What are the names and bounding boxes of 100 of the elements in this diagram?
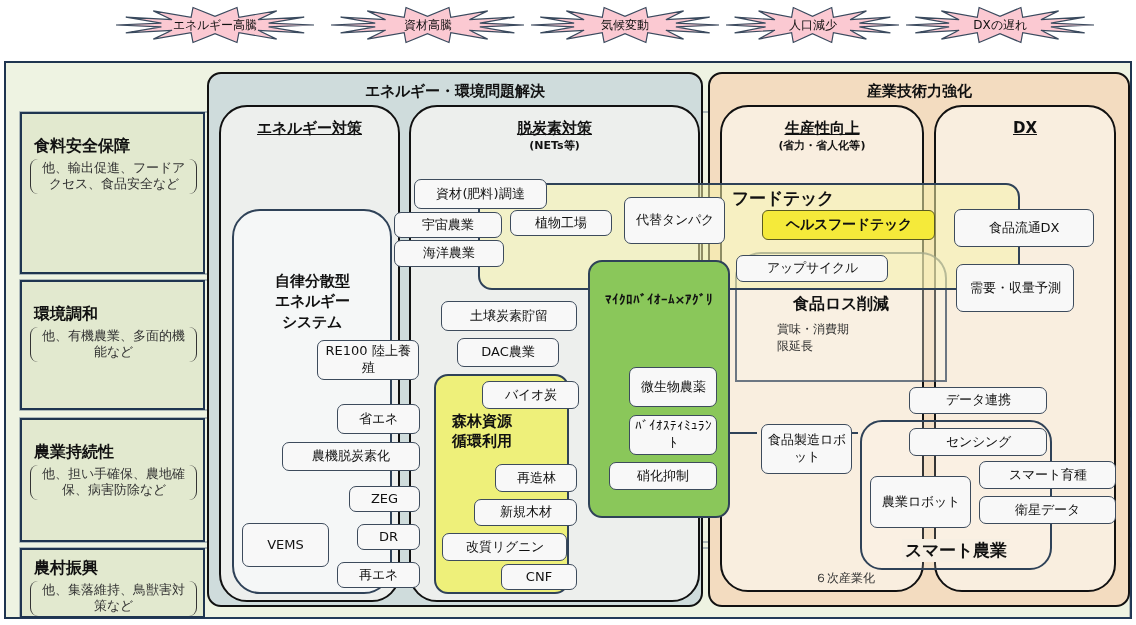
burst-label: 人口減少 (788, 16, 837, 34)
burst-label: エネルギー高騰 (173, 16, 257, 34)
box-label: 代替タンパク (634, 212, 715, 229)
item-box (457, 338, 559, 367)
category-panel (20, 418, 205, 542)
item-box (317, 340, 419, 380)
item-box (394, 212, 502, 238)
group-title: 脱炭素対策 (517, 119, 592, 138)
item-box (394, 240, 504, 267)
box-label: センシング (944, 433, 1012, 451)
region-title: フードテック (732, 187, 834, 210)
item-box (357, 524, 420, 550)
category-title: 環境調和 (34, 304, 99, 325)
box-label: DR (377, 528, 399, 546)
item-box (501, 564, 577, 590)
box-label: ﾊﾞｲｵｽﾃｨﾐｭﾗﾝﾄ (633, 418, 713, 452)
box-label: 宇宙農業 (421, 216, 475, 234)
item-box (474, 499, 577, 526)
group-title: エネルギー対策 (257, 119, 362, 138)
category-panel (20, 112, 205, 274)
item-box (609, 462, 717, 490)
box-label: 農機脱炭素化 (311, 448, 391, 465)
box-label: スマート育種 (1007, 466, 1088, 484)
group-title: スマート農業 (902, 539, 1010, 562)
box-label: データ連携 (944, 392, 1012, 409)
box-label: ヘルスフードテック (784, 215, 913, 234)
box-label: 需要・収量予測 (968, 279, 1062, 297)
group-title: 産業技術力強化 (865, 82, 973, 101)
item-box (349, 486, 420, 512)
box-label: ZEG (369, 490, 400, 508)
category-panel (20, 280, 205, 410)
item-box (954, 209, 1094, 247)
box-label: 微生物農薬 (639, 378, 707, 396)
group-title: 森林資源循環利用 (452, 412, 513, 451)
item-box (761, 424, 852, 474)
burst-shape (115, 6, 315, 44)
box-label: 新規木材 (498, 504, 553, 521)
box-label: 衛星データ (1014, 501, 1081, 519)
note-text: ６次産業化 (815, 570, 875, 587)
category-note: 他、有機農業、多面的機能など (30, 327, 197, 362)
item-box (979, 496, 1116, 524)
region-note: 賞味・消費期限延長 (777, 321, 850, 355)
item-box (337, 562, 420, 588)
group-title: DX (1013, 119, 1037, 137)
item-box (242, 523, 329, 567)
burst-shape (330, 6, 525, 44)
item-box (736, 255, 888, 282)
category-title: 食料安全保障 (34, 136, 131, 157)
region-title: 食品ロス削減 (793, 294, 889, 315)
item-box (495, 464, 577, 492)
box-label: アップサイクル (765, 260, 859, 277)
box-label: 再造林 (515, 469, 557, 487)
category-note: 他、集落維持、鳥獣害対策など (30, 581, 197, 616)
box-label: 植物工場 (534, 214, 588, 232)
item-box (956, 264, 1074, 312)
item-box (414, 179, 547, 209)
item-box (909, 428, 1047, 456)
box-label: 食品製造ロボット (766, 432, 847, 466)
category-note: 他、輸出促進、フードアクセス、食品安全など (30, 159, 197, 194)
item-box (870, 476, 971, 528)
item-box (979, 461, 1116, 489)
item-box (442, 533, 567, 561)
connector-line (729, 432, 758, 434)
group-subtitle: (NETs等) (529, 138, 580, 153)
box-label: 土壌炭素貯留 (469, 307, 549, 325)
burst-shape (725, 6, 900, 44)
burst-label: 気候変動 (601, 16, 649, 34)
item-box (909, 387, 1047, 414)
burst-shape (530, 6, 720, 44)
group-title: 自律分散型エネルギーシステム (273, 271, 351, 332)
item-box (629, 367, 717, 407)
item-box (482, 381, 579, 409)
item-box (441, 301, 577, 331)
box-label: 食品流通DX (987, 219, 1061, 237)
category-title: 農村振興 (34, 558, 99, 579)
group-title: ﾏｲｸﾛﾊﾞｲｵｰﾑ×ｱｸﾞﾘ (604, 291, 714, 309)
burst-shape (905, 6, 1095, 44)
category-note: 他、担い手確保、農地確保、病害防除など (30, 465, 197, 500)
group-subtitle: (省力・省人化等) (778, 138, 866, 153)
box-label: 省エネ (358, 410, 399, 428)
highlight-box (762, 210, 935, 240)
group-title: エネルギー・環境問題解決 (364, 82, 546, 101)
item-box (337, 404, 420, 434)
category-panel (20, 548, 205, 618)
box-label: 農業ロボット (880, 493, 961, 511)
box-label: 資材(肥料)調達 (435, 185, 526, 203)
item-box (624, 197, 725, 244)
box-label: DAC農業 (480, 344, 536, 361)
category-title: 農業持続性 (34, 442, 115, 463)
box-label: 改質リグニン (464, 538, 545, 556)
burst-label: 資材高騰 (403, 16, 452, 34)
group-title: 生産性向上 (784, 119, 860, 138)
item-box (510, 210, 612, 236)
box-label: 海洋農業 (422, 245, 476, 262)
box-label: 硝化抑制 (636, 467, 690, 485)
box-label: バイオ炭 (503, 386, 558, 404)
box-label: VEMS (266, 536, 305, 554)
box-label: CNF (524, 568, 554, 586)
box-label: 再エネ (358, 566, 399, 584)
group-box (588, 260, 730, 518)
